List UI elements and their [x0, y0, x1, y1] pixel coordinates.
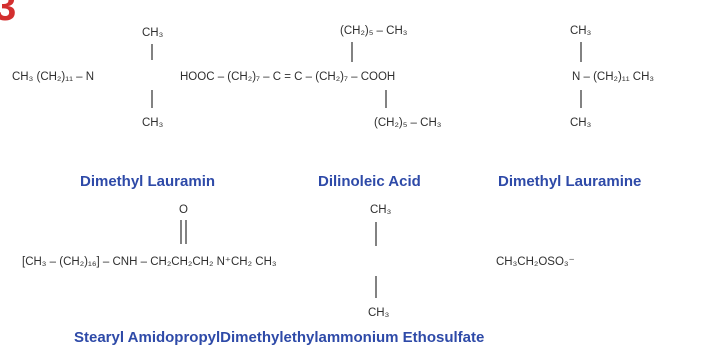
- dimethyl-lauramine-chain: N – (CH₂)₁₁ CH₃: [572, 71, 654, 83]
- molecule-dilinoleic-acid: (CH₂)₅ – CH₃ HOOC – (CH₂)₇ – C = C – (CH…: [180, 25, 442, 129]
- ch3-top-left: CH₃: [142, 27, 164, 39]
- dilinoleic-bottom-group: (CH₂)₅ – CH₃: [374, 117, 442, 129]
- caption-stearyl-ethosulfate: Stearyl AmidopropylDimethylethylammonium…: [74, 329, 484, 346]
- dilinoleic-main-chain: HOOC – (CH₂)₇ – C = C – (CH₂)₇ – COOH: [180, 71, 395, 83]
- ch3-bottom-left: CH₃: [142, 117, 164, 129]
- ch3-bottom-right: CH₃: [570, 117, 592, 129]
- dimethyl-lauramin-chain: CH₃ (CH₂)₁₁ – N: [12, 71, 94, 83]
- ethosulfate-counter-ion: CH₃CH₂OSO₃⁻: [496, 256, 575, 268]
- ch3-top-right: CH₃: [570, 25, 592, 37]
- figure-letter: 3: [0, 0, 16, 29]
- molecule-stearyl-ethosulfate: O CH₃ [CH₃ – (CH₂)₁₆] – CNH – CH₂CH₂CH₂ …: [22, 204, 575, 319]
- ch3-top-quaternary: CH₃: [370, 204, 392, 216]
- dilinoleic-top-group: (CH₂)₅ – CH₃: [340, 25, 408, 37]
- molecule-dimethyl-lauramin: CH₃ CH₃ (CH₂)₁₁ – N CH₃: [12, 27, 164, 129]
- ch3-bottom-quaternary: CH₃: [368, 307, 390, 319]
- caption-dilinoleic-acid: Dilinoleic Acid: [318, 173, 421, 190]
- molecule-dimethyl-lauramine: CH₃ N – (CH₂)₁₁ CH₃ CH₃: [570, 25, 654, 129]
- caption-dimethyl-lauramine: Dimethyl Lauramine: [498, 173, 641, 190]
- carbonyl-oxygen: O: [179, 204, 188, 216]
- caption-dimethyl-lauramin: Dimethyl Lauramin: [80, 173, 215, 190]
- stearyl-main-chain: [CH₃ – (CH₂)₁₆] – CNH – CH₂CH₂CH₂ N⁺CH₂ …: [22, 256, 277, 268]
